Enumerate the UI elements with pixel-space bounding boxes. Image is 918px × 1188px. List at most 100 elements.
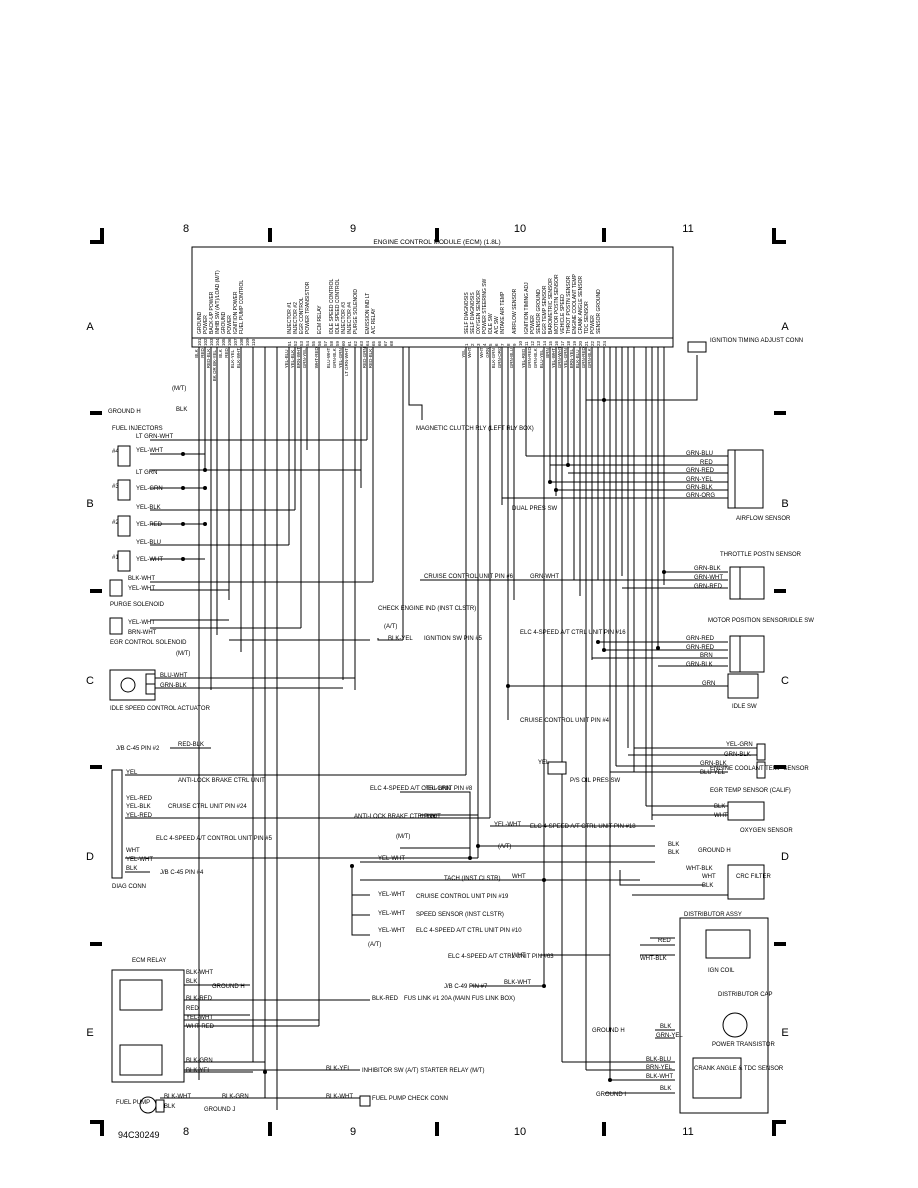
wire-yel-grn-2: YEL-GRN: [726, 742, 753, 748]
ecm-wire-color: BLU-YEL: [539, 349, 544, 368]
ecm-wire-color: YEL: [461, 349, 466, 358]
wire-blk-wht-4: BLK-WHT: [186, 970, 213, 976]
label-ground-h-4: GROUND H: [212, 984, 245, 990]
ecm-pin-label: IGNITION TIMING ADJ: [524, 282, 530, 334]
row-label: C: [781, 675, 789, 687]
ecm-wire-color: BLK: [218, 349, 223, 358]
ecm-pin-number: 20: [578, 340, 583, 346]
label-ignition-timing: IGNITION TIMING ADJUST CONN: [710, 338, 803, 344]
ecm-pin-number: 55: [311, 340, 316, 346]
row-label: E: [86, 1027, 93, 1039]
wire-yel-wht-6: YEL-WHT: [494, 822, 521, 828]
wire-yel-wht-10: YEL-WHT: [378, 928, 405, 934]
ecm-wire-color: YEL-RED: [521, 348, 526, 368]
wire-yel-blu: YEL-BLU: [136, 540, 161, 546]
ecm-wire-color: GRN-BLK: [587, 348, 592, 368]
wire-grn-yel-2: GRN-YEL: [656, 1033, 683, 1039]
label-cruise-4: CRUISE CONTROL UNIT PIN #4: [520, 718, 610, 724]
ecm-pin-number: 51: [287, 340, 292, 346]
ecm-wire-color: YEL-BLU: [284, 349, 289, 368]
crc-filter: [727, 864, 765, 900]
ecm-pin-label: INJECTOR #3: [341, 302, 347, 334]
label-blk: BLK: [176, 407, 187, 413]
label-isc-actuator: IDLE SPEED CONTROL ACTUATOR: [110, 706, 211, 712]
ecm-pin-number: 19: [572, 340, 577, 346]
ecm-pin-number: 65: [371, 340, 376, 346]
wire-yel-red-3: YEL-RED: [126, 813, 153, 819]
label-elc-10: ELC 4-SPEED A/T CTRL UNIT PIN #10: [416, 928, 522, 934]
throttle-sensor: [739, 566, 765, 600]
ecm-pin-number: 24: [602, 340, 607, 346]
ps-oil-sw: [547, 761, 567, 775]
ecm-pin-label: POWER: [227, 315, 233, 334]
ecm-wire-color: GRN-RED: [527, 346, 532, 368]
wire-grn-blk-6: GRN-BLK: [700, 761, 727, 767]
ecm-wire-color: RED-BLK: [368, 349, 373, 369]
wire-red-blk: RED-BLK: [178, 742, 204, 748]
wire-brn-wht: BRN-WHT: [128, 630, 157, 636]
idle-sw-box: [727, 673, 759, 699]
wire-yel-red-2: YEL-RED: [126, 796, 153, 802]
ecm-pin-number: 2: [470, 343, 475, 346]
ecm-pin-number: 3: [476, 343, 481, 346]
ecm-pin-number: 17: [560, 340, 565, 346]
label-elc-63: ELC 4-SPEED A/T CTRL UNIT PIN #63: [448, 954, 554, 960]
wire-grn-red-3: GRN-RED: [686, 636, 715, 642]
ecm-wire-color: GRN-BLK: [332, 348, 337, 368]
wire-pnk: PNK: [424, 814, 436, 820]
ecm-pin-number: 11: [524, 341, 529, 346]
label-abs-ctrl: ANTI-LOCK BRAKE CTRL UNIT: [178, 778, 265, 784]
label-elc-18: ELC 4-SPEED A/T CTRL UNIT PIN #18: [530, 824, 636, 830]
label-distributor: DISTRIBUTOR ASSY: [684, 912, 742, 918]
wire-grn-wht-2: GRN-WHT: [694, 575, 723, 581]
label-motor-pos: MOTOR POSITION SENSOR/IDLE SW: [708, 618, 814, 624]
ecm-wire-color: RED: [224, 348, 229, 358]
ecm-pin-number: 66: [377, 340, 382, 346]
ecm-pin-number: 5: [488, 343, 493, 346]
label-fuel-pump: FUEL PUMP: [116, 1100, 150, 1106]
wire-blk-wht: BLK-WHT: [128, 576, 155, 582]
ecm-pin-number: 23: [596, 340, 601, 346]
ecm-pin-label: GROUND: [221, 311, 227, 334]
ecm-pin-label: CRANK ANGLE SENSOR: [578, 276, 584, 334]
label-at-3: (A/T): [368, 942, 381, 948]
label-airflow: AIRFLOW SENSOR: [736, 516, 791, 522]
wire-lt-grn-wht: LT GRN-WHT: [136, 434, 173, 440]
ect-sensor: [756, 743, 766, 761]
ecm-title: ENGINE CONTROL MODULE (ECM) (1.8L): [373, 239, 500, 246]
wire-wht: WHT: [714, 813, 728, 819]
ecm-pin-label: A/C SW: [494, 316, 500, 334]
wire-blk-6: BLK: [660, 1024, 671, 1030]
wire-grn-blk-5: GRN-BLK: [724, 752, 751, 758]
label-crank-tdc: CRANK ANGLE & TDC SENSOR: [694, 1066, 784, 1072]
label-egr-ctrl-sol: EGR CONTROL SOLENOID: [110, 640, 187, 646]
wire-grn-yel: GRN-YEL: [686, 477, 713, 483]
wire-blk-3: BLK: [668, 842, 679, 848]
label-dist-cap: DISTRIBUTOR CAP: [718, 992, 773, 998]
ecm-pin-label: TDC SENSOR: [584, 301, 590, 334]
label-ground-h-3: GROUND H: [592, 1028, 625, 1034]
ecm-pin-label: AIRFLOW SENSOR: [512, 288, 518, 334]
label-inj1: #1: [112, 555, 119, 561]
wire-lt-grn: LT GRN: [136, 470, 157, 476]
wire-blk-yel-2: BLK-YEL: [186, 1068, 211, 1074]
label-crc: CRC FILTER: [736, 874, 772, 880]
labels: (M/T) GROUND H BLK FUEL INJECTORS #4 #3 …: [108, 338, 814, 1113]
ecm-pin-number: 22: [590, 340, 595, 346]
wire-blk-wht-6: BLK-WHT: [326, 1094, 353, 1100]
ecm-pin-number: 56: [317, 340, 322, 346]
wire-red-2: RED: [658, 938, 671, 944]
label-ground-j: GROUND J: [204, 1107, 235, 1113]
label-power-tr: POWER TRANSISTOR: [712, 1042, 775, 1048]
wire-yel-wht-3: YEL-WHT: [128, 586, 155, 592]
wire-blk-yel-3: BLK-YEL: [326, 1066, 351, 1072]
wire-grn-blk: GRN-BLK: [160, 683, 187, 689]
ecm-pin-label: EMISSION IND LT: [365, 293, 371, 334]
row-label: A: [781, 321, 789, 333]
ecm-wire-color: YEL-GRN: [338, 348, 343, 368]
ecm-wire-color: BRN: [545, 348, 550, 358]
ecm-module: ENGINE CONTROL MODULE (ECM) (1.8L) GROUN…: [191, 239, 674, 381]
injector-3: [117, 479, 131, 501]
ecm-wire-color: RED-GRN: [362, 347, 367, 368]
grid-labels: 8 9 10 11 8 9 10 11 A B C D E A B C D E …: [86, 223, 789, 1140]
